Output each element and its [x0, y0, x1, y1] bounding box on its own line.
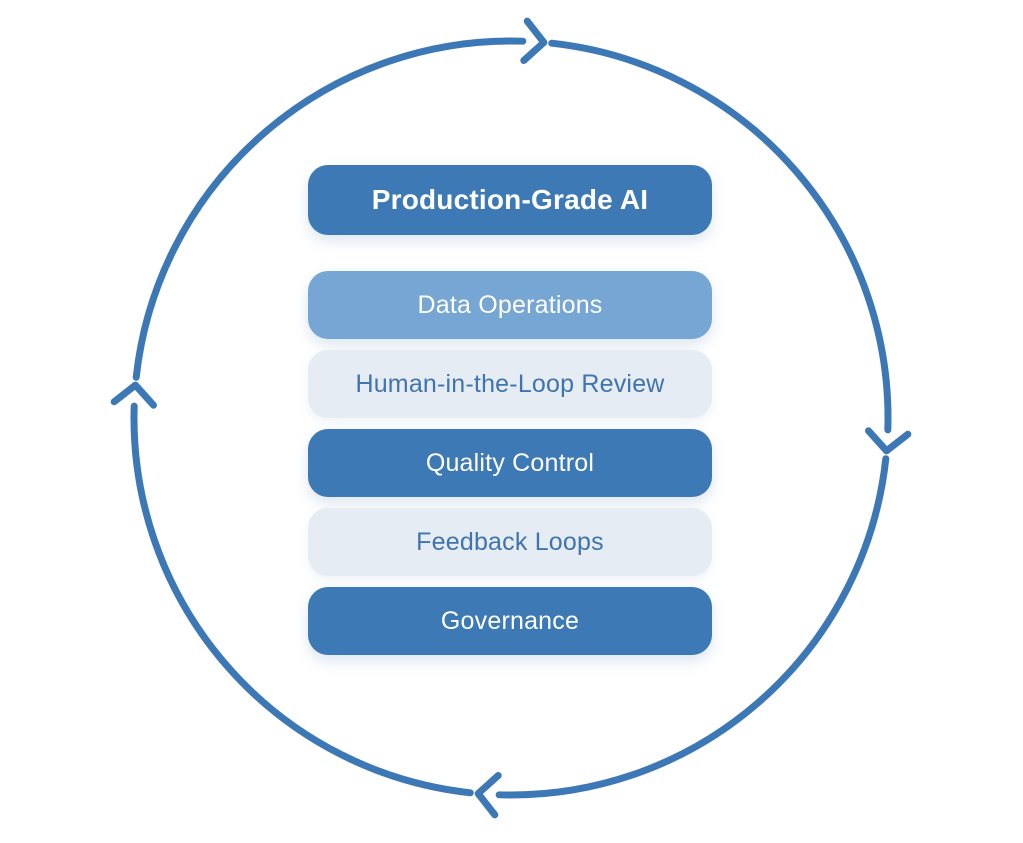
cycle-arcs: [130, 37, 892, 799]
layer-governance: Governance: [308, 587, 712, 655]
layer-feedback-loops: Feedback Loops: [308, 508, 712, 576]
chevron-arrow-icon-left: [110, 381, 157, 409]
chevron-arrow-icon-bottom: [474, 772, 502, 819]
layer-stack: Production-Grade AI Data Operations Huma…: [308, 165, 712, 655]
diagram-title: Production-Grade AI: [308, 165, 712, 235]
layer-label: Quality Control: [425, 448, 595, 477]
cycle-arc-top: [548, 39, 892, 434]
cycle-arc-left: [132, 37, 527, 381]
diagram-title-label: Production-Grade AI: [371, 184, 649, 215]
cycle-arrows: [110, 17, 912, 819]
chevron-arrow-icon-right: [865, 427, 912, 455]
layer-quality-control: Quality Control: [308, 429, 712, 497]
layer-label: Data Operations: [417, 290, 603, 319]
layer-label: Governance: [440, 606, 580, 635]
cycle-arc-right: [495, 455, 890, 799]
layer-label: Feedback Loops: [416, 527, 604, 556]
cycle-arc-bottom: [130, 402, 474, 797]
layer-human-in-the-loop-review: Human-in-the-Loop Review: [308, 350, 712, 418]
layer-data-operations: Data Operations: [308, 271, 712, 339]
chevron-arrow-icon-top: [520, 17, 548, 64]
layer-label: Human-in-the-Loop Review: [355, 369, 665, 398]
